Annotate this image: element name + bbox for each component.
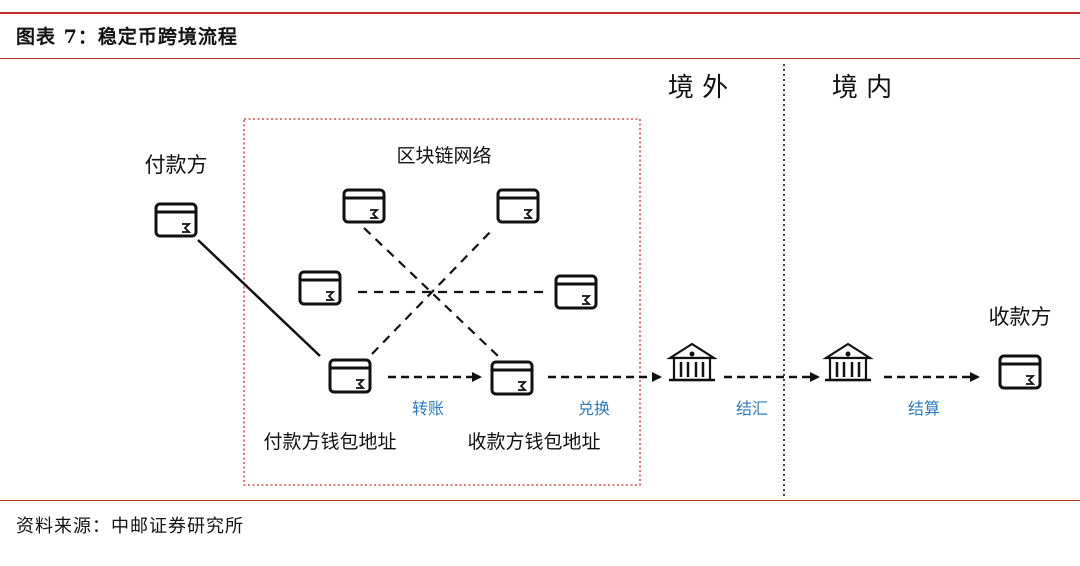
footer-rule — [0, 500, 1080, 501]
zone-overseas-label: 境 外 — [668, 73, 728, 103]
payee-label: 收款方 — [989, 305, 1052, 329]
payer-address-wallet-icon — [328, 358, 372, 394]
source-note: 资料来源：中邮证券研究所 — [16, 516, 244, 537]
payee-wallet-icon — [998, 354, 1042, 390]
payee-address-wallet-icon — [490, 360, 534, 396]
step-exchange-label: 兑换 — [578, 399, 610, 418]
step-settlement-fx-label: 结汇 — [736, 399, 768, 418]
header-top-rule — [0, 12, 1080, 14]
network-label: 区块链网络 — [396, 145, 491, 167]
blockchain-network-box — [243, 118, 641, 486]
step-transfer-label: 转账 — [412, 399, 444, 418]
step-settlement-label: 结算 — [908, 399, 940, 418]
network-link — [371, 227, 495, 355]
network-node-wallet-icon — [298, 270, 342, 306]
overseas-bank-icon — [667, 342, 717, 382]
figure-title: 图表 7：稳定币跨境流程 — [16, 26, 238, 48]
payer-label: 付款方 — [145, 153, 208, 177]
domestic-bank-icon — [823, 342, 873, 382]
zone-domestic-label: 境 内 — [832, 73, 892, 103]
payer-wallet-address-label: 付款方钱包地址 — [263, 431, 396, 453]
network-node-wallet-icon — [342, 188, 386, 224]
network-node-wallet-icon — [554, 274, 598, 310]
header-bottom-rule — [0, 58, 1080, 59]
payer-to-wallet-line — [197, 239, 321, 357]
payer-wallet-icon — [154, 202, 198, 238]
payee-wallet-address-label: 收款方钱包地址 — [467, 431, 600, 453]
network-node-wallet-icon — [496, 188, 540, 224]
